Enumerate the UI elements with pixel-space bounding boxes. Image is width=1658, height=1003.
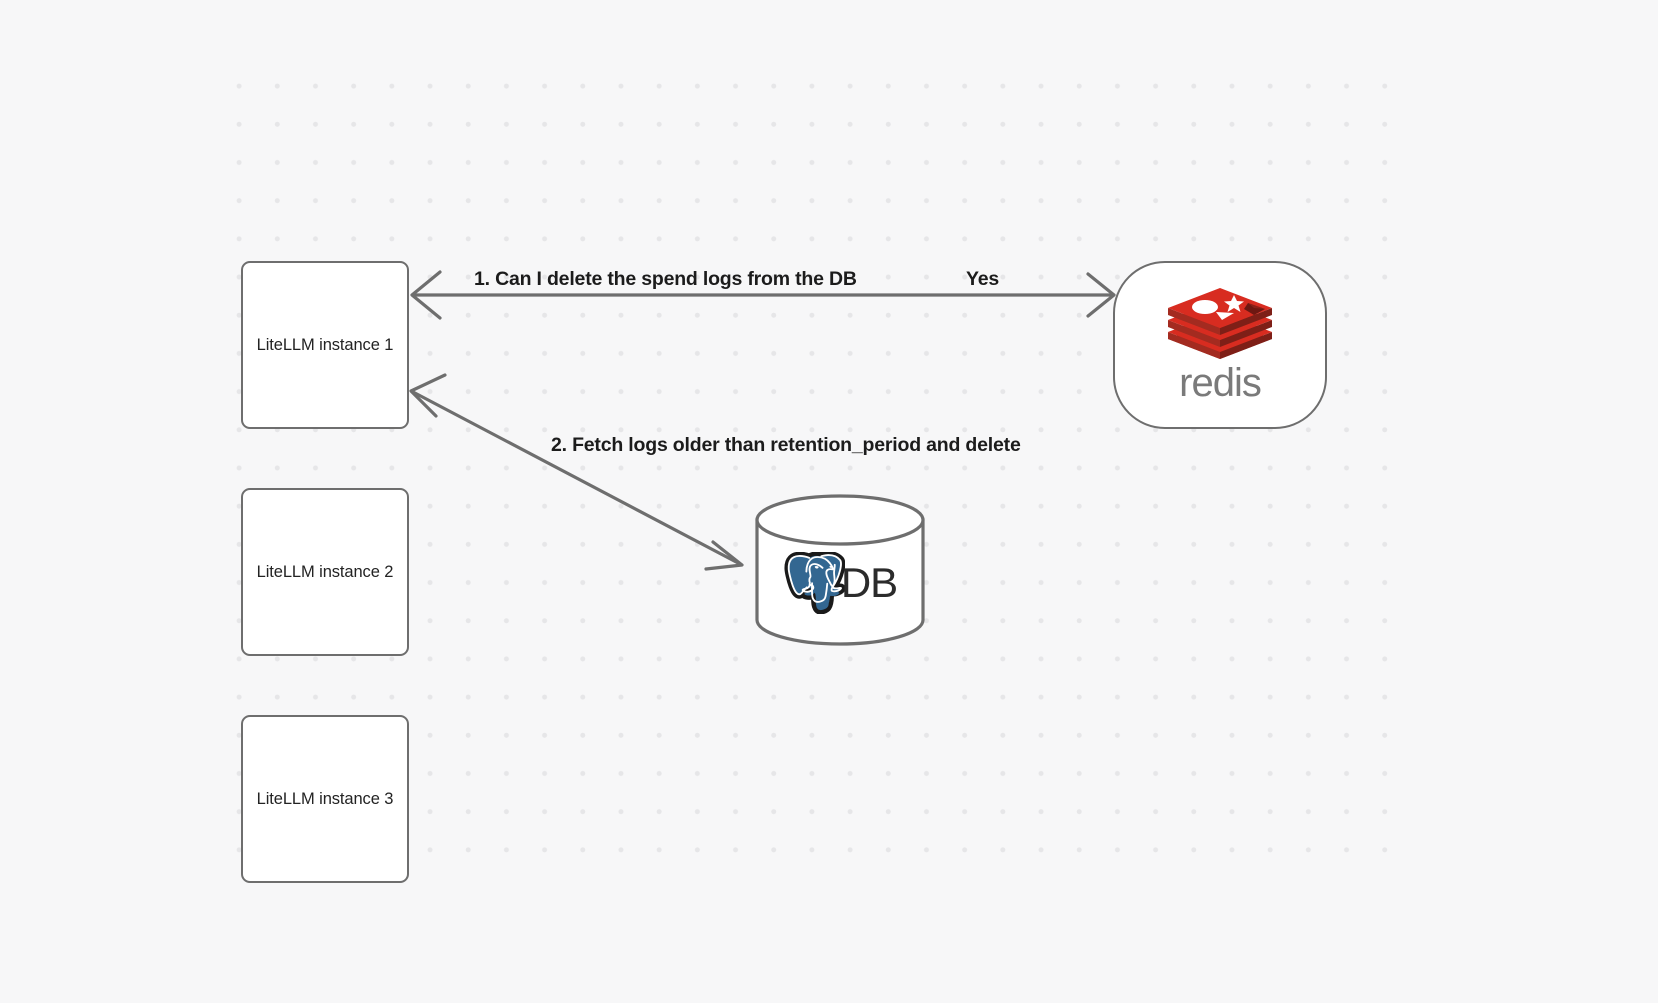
node-litellm-instance-1[interactable]: LiteLLM instance 1 xyxy=(241,261,409,429)
redis-stack-icon xyxy=(1168,288,1272,359)
node-label: LiteLLM instance 3 xyxy=(256,789,394,808)
edge-1-label: 1. Can I delete the spend logs from the … xyxy=(474,268,857,290)
node-label: LiteLLM instance 2 xyxy=(256,562,394,581)
edge-1-answer-label: Yes xyxy=(966,268,1000,290)
node-redis[interactable]: redis xyxy=(1113,261,1327,429)
edge-2-label: 2. Fetch logs older than retention_perio… xyxy=(551,434,1021,456)
redis-wordmark: redis xyxy=(1179,361,1262,405)
redis-logo-icon: redis xyxy=(1164,287,1276,403)
postgresql-elephant-icon xyxy=(784,552,845,614)
edge-2-instance1-to-db xyxy=(409,373,744,571)
node-litellm-instance-2[interactable]: LiteLLM instance 2 xyxy=(241,488,409,656)
db-label: DB xyxy=(840,559,898,606)
node-litellm-instance-3[interactable]: LiteLLM instance 3 xyxy=(241,715,409,883)
node-label: LiteLLM instance 1 xyxy=(256,335,394,354)
node-database[interactable]: DB xyxy=(754,494,926,646)
